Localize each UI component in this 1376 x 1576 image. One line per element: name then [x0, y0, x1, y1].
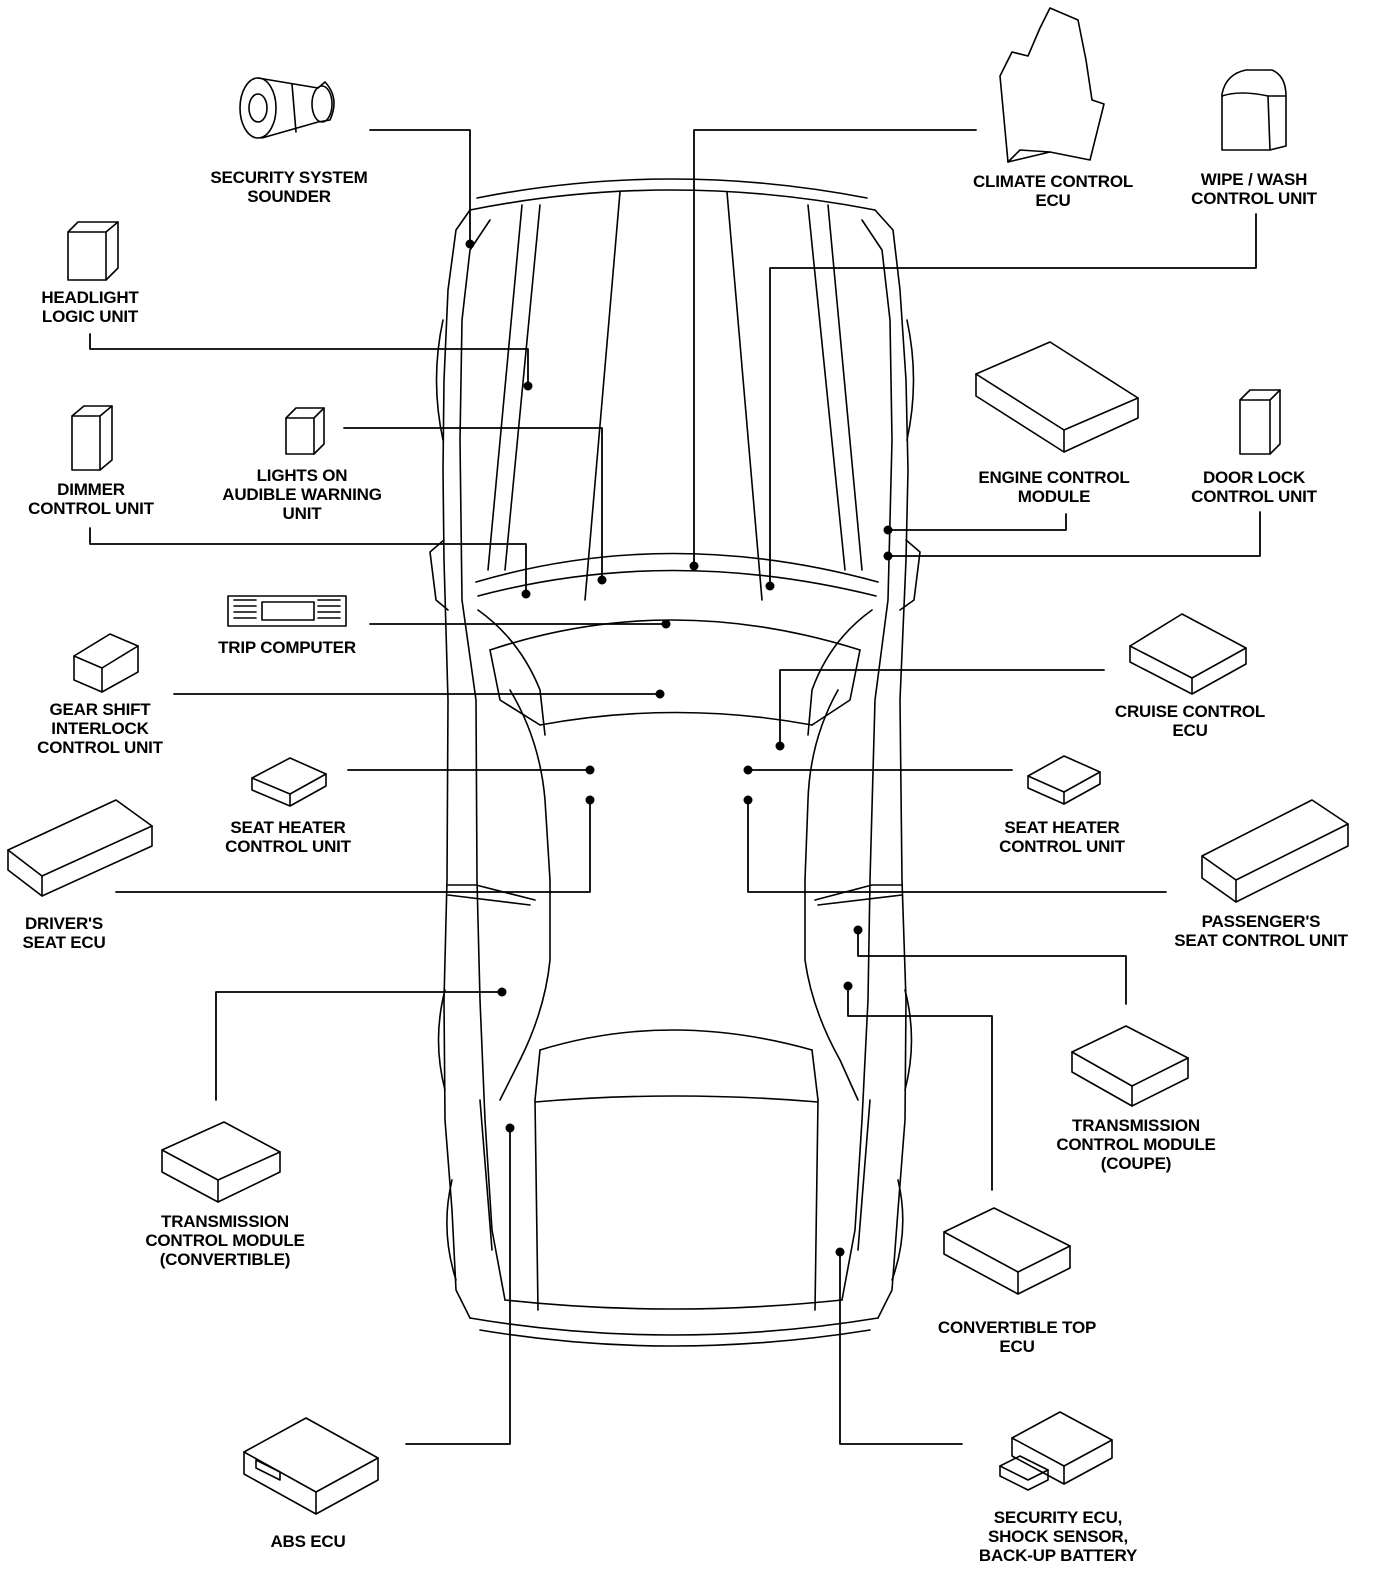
label-trip-computer: TRIP COMPUTER — [218, 638, 356, 657]
label-seat-heater-left: SEAT HEATER CONTROL UNIT — [225, 818, 351, 856]
car-outline — [429, 178, 921, 1347]
label-security-sounder: SECURITY SYSTEM SOUNDER — [210, 168, 368, 206]
transmission-coupe-icon — [1071, 1025, 1189, 1107]
seat-heater-left-icon — [251, 757, 327, 807]
passengers-seat-control-icon — [1201, 799, 1349, 903]
label-wipe-wash-control: WIPE / WASH CONTROL UNIT — [1191, 170, 1317, 208]
abs-ecu-icon — [243, 1417, 379, 1515]
drivers-seat-ecu-icon — [7, 799, 153, 897]
label-headlight-logic: HEADLIGHT LOGIC UNIT — [41, 288, 139, 326]
engine-control-module-icon — [975, 341, 1139, 453]
headlight-logic-box-icon — [67, 221, 119, 281]
label-abs-ecu: ABS ECU — [270, 1532, 346, 1551]
label-engine-control-module: ENGINE CONTROL MODULE — [978, 468, 1130, 506]
convertible-top-ecu-icon — [943, 1207, 1071, 1295]
gear-shift-box-icon — [73, 633, 139, 693]
label-door-lock-control: DOOR LOCK CONTROL UNIT — [1191, 468, 1317, 506]
label-climate-control-ecu: CLIMATE CONTROL ECU — [972, 172, 1134, 210]
door-lock-box-icon — [1239, 389, 1281, 455]
label-security-ecu: SECURITY ECU, SHOCK SENSOR, BACK-UP BATT… — [978, 1508, 1138, 1565]
leader-lines — [89, 129, 1261, 1445]
transmission-convertible-icon — [161, 1121, 281, 1203]
horn-icon — [239, 77, 335, 139]
cruise-control-ecu-icon — [1129, 613, 1247, 695]
label-lights-on-warning: LIGHTS ON AUDIBLE WARNING UNIT — [222, 466, 382, 523]
label-cruise-control-ecu: CRUISE CONTROL ECU — [1114, 702, 1266, 740]
lights-on-box-icon — [285, 407, 325, 455]
label-gear-shift-interlock: GEAR SHIFT INTERLOCK CONTROL UNIT — [37, 700, 163, 757]
label-convertible-top-ecu: CONVERTIBLE TOP ECU — [937, 1318, 1097, 1356]
wipe-wash-box-icon — [1221, 69, 1287, 151]
seat-heater-right-icon — [1027, 755, 1101, 805]
climate-control-ecu-icon — [999, 7, 1105, 163]
dimmer-box-icon — [71, 405, 113, 471]
label-transmission-coupe: TRANSMISSION CONTROL MODULE (COUPE) — [1056, 1116, 1216, 1173]
security-ecu-icon — [999, 1411, 1113, 1491]
label-passengers-seat-control: PASSENGER'S SEAT CONTROL UNIT — [1174, 912, 1348, 950]
connection-points — [465, 239, 893, 1257]
label-seat-heater-right: SEAT HEATER CONTROL UNIT — [999, 818, 1125, 856]
trip-computer-icon — [227, 595, 347, 627]
label-drivers-seat-ecu: DRIVER'S SEAT ECU — [22, 914, 106, 952]
label-transmission-convertible: TRANSMISSION CONTROL MODULE (CONVERTIBLE… — [145, 1212, 305, 1269]
label-dimmer-control: DIMMER CONTROL UNIT — [28, 480, 154, 518]
